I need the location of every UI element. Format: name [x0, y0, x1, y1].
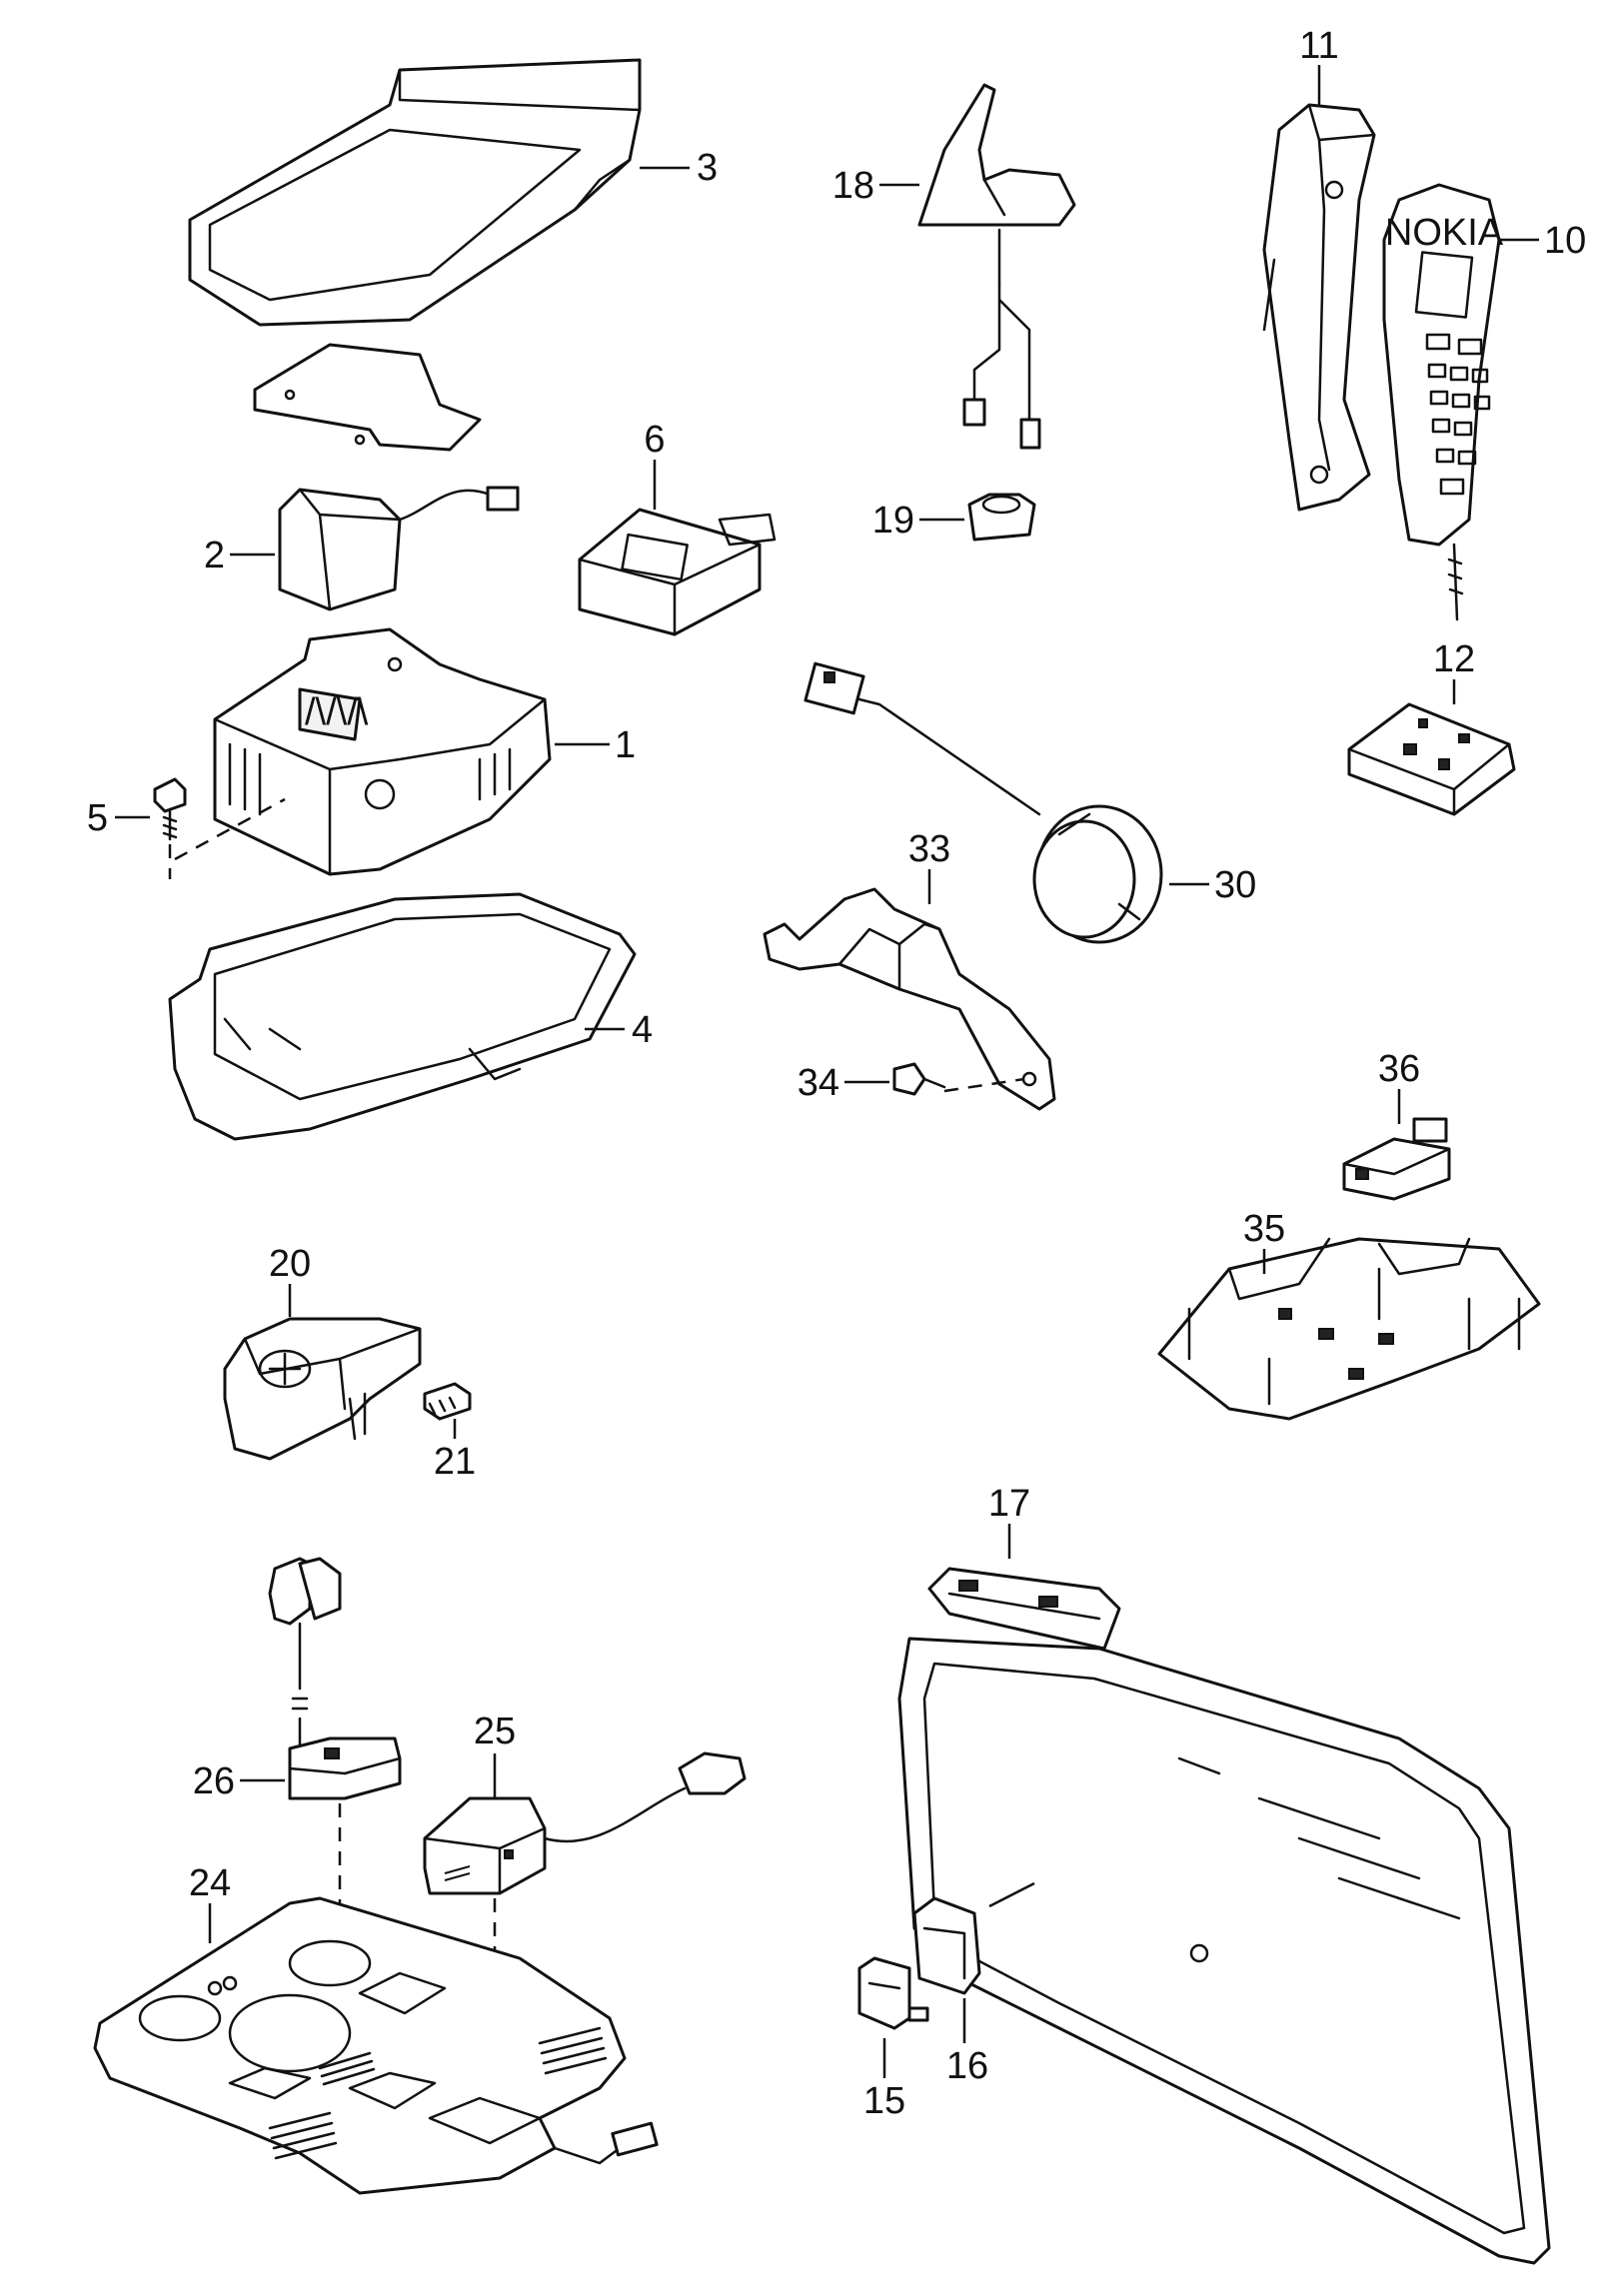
label-36: 36	[1378, 1048, 1420, 1090]
part-24-console	[93, 1896, 659, 2195]
label-2: 2	[204, 535, 225, 576]
part-16-bracket	[912, 1896, 981, 2043]
label-35: 35	[1243, 1208, 1285, 1250]
console-grille	[268, 2026, 608, 2160]
part-4-tray	[168, 892, 637, 1141]
label-12: 12	[1433, 638, 1475, 680]
label-30: 30	[1214, 864, 1256, 906]
part-33-bracket	[763, 869, 1056, 1111]
callout-labels: 3 2 6 1 5 4 18 19 11 10 12 30 33 34 36 3…	[87, 25, 1586, 2122]
label-33: 33	[908, 828, 950, 870]
label-4: 4	[632, 1009, 653, 1051]
part-19-nut	[919, 493, 1036, 542]
part-10-handset: NOKIA	[1382, 183, 1539, 621]
label-3: 3	[697, 147, 718, 189]
part-11-holder	[1262, 65, 1376, 512]
label-25: 25	[474, 1711, 516, 1752]
label-18: 18	[832, 165, 874, 207]
label-17: 17	[988, 1483, 1030, 1525]
part-12-card	[1347, 679, 1516, 816]
part-25-sensor	[423, 1751, 747, 1998]
part-2-module	[230, 486, 520, 611]
part-36-relay	[1342, 1089, 1451, 1201]
part-17-trim	[927, 1524, 1121, 1651]
label-1: 1	[615, 724, 636, 766]
svg-text:/\/\/\: /\/\/\	[305, 691, 369, 733]
mounting-plate	[253, 343, 482, 452]
handset-keypad	[1425, 333, 1491, 496]
part-21-clip	[423, 1382, 472, 1439]
label-5: 5	[87, 797, 108, 839]
label-11: 11	[1299, 25, 1338, 67]
label-21: 21	[434, 1441, 476, 1483]
label-6: 6	[644, 419, 665, 461]
part-34-screw	[844, 1062, 1025, 1096]
part-26-sensor	[240, 1557, 402, 1908]
label-19: 19	[872, 500, 914, 542]
part-20-switch	[223, 1284, 422, 1461]
label-10: 10	[1544, 220, 1586, 262]
label-34: 34	[798, 1062, 839, 1104]
part-30-speaker	[803, 661, 1209, 944]
part-5-screw	[115, 777, 286, 879]
handset-brand: NOKIA	[1385, 212, 1504, 254]
label-15: 15	[863, 2080, 905, 2122]
part-1-main-unit: /\/\/\	[213, 627, 610, 876]
rear-window-frame	[897, 1637, 1551, 2265]
part-3-cover	[188, 58, 690, 327]
part-6-control-unit	[578, 460, 777, 636]
part-18-antenna	[879, 83, 1076, 450]
label-24: 24	[189, 1862, 231, 1904]
label-16: 16	[946, 2045, 988, 2087]
part-35-plate	[1157, 1237, 1541, 1421]
label-26: 26	[193, 1760, 235, 1802]
part-15-clip	[857, 1956, 929, 2078]
label-20: 20	[269, 1243, 311, 1285]
